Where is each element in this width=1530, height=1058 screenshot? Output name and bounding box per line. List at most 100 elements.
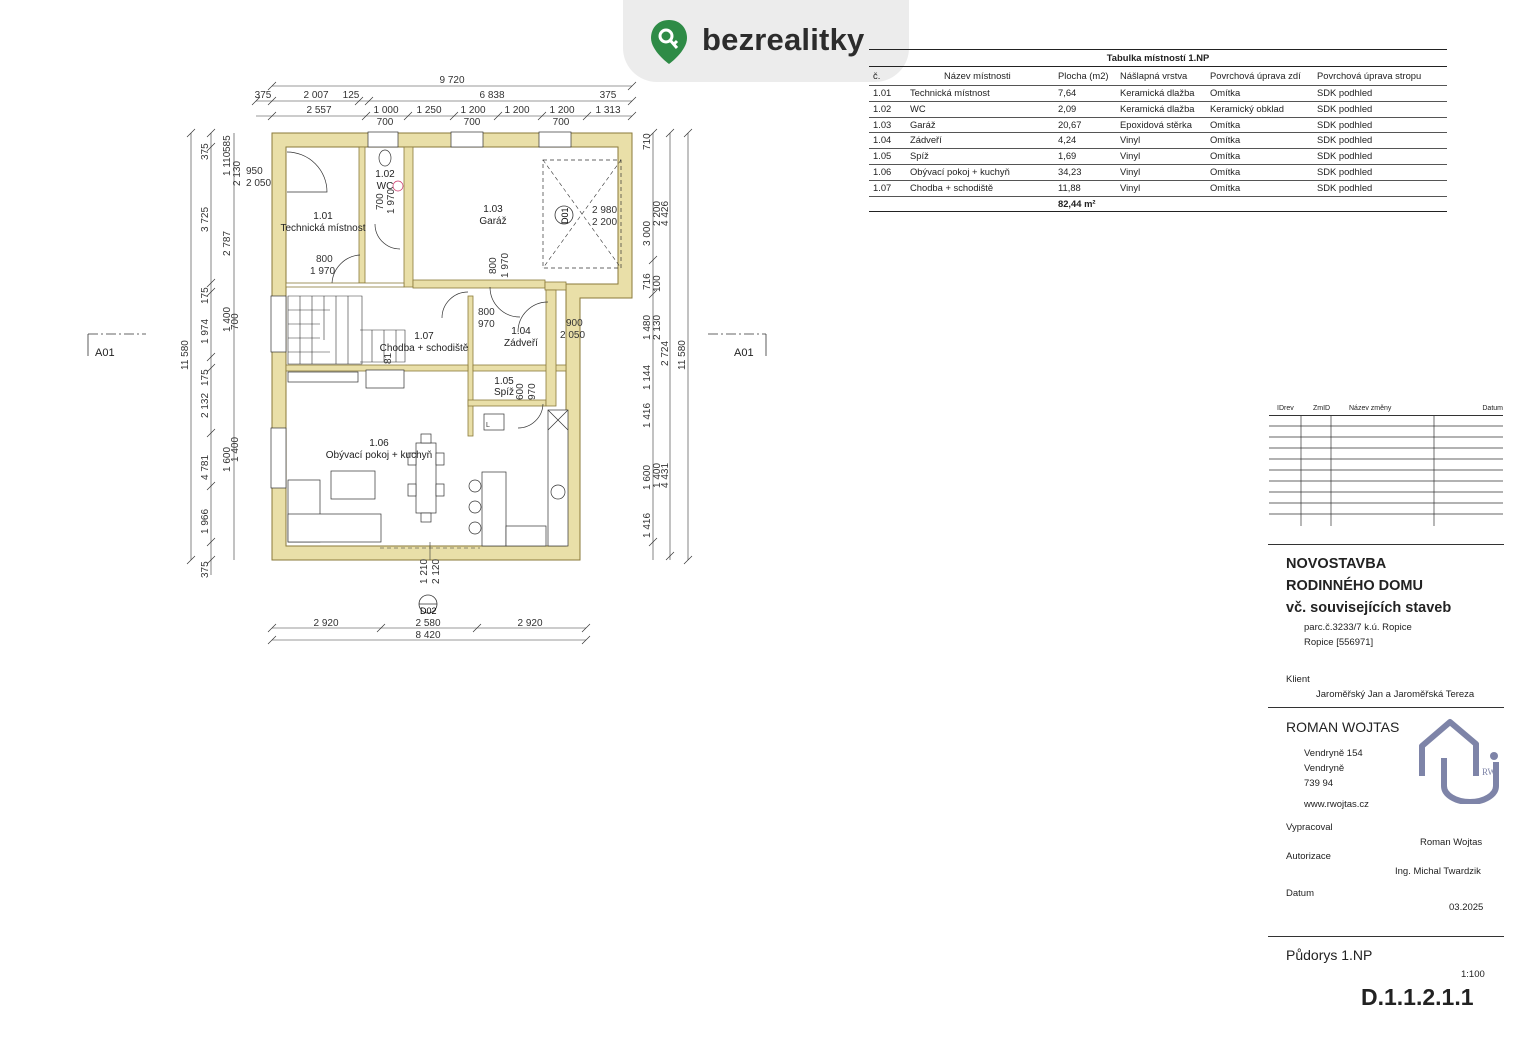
date-value: 03.2025 bbox=[1449, 902, 1484, 913]
dimension-label: 800 bbox=[488, 257, 499, 274]
table-cell: Omítka bbox=[1210, 181, 1241, 193]
prepared-label: Vypracoval bbox=[1286, 822, 1333, 833]
dimension-label: 600 bbox=[515, 383, 526, 400]
floor-plan: 1.01 Technická místnost 1.02 WC 1.03 Gar… bbox=[87, 75, 767, 645]
dimension-label: 900 bbox=[566, 318, 583, 329]
brand-name: bezrealitky bbox=[702, 22, 865, 57]
table-cell: 1,69 bbox=[1058, 150, 1077, 162]
dimension-label: 800 bbox=[316, 254, 333, 265]
room-table: Tabulka místností 1.NP č. Název místnost… bbox=[869, 49, 1447, 213]
table-cell: Vinyl bbox=[1120, 181, 1141, 193]
table-cell: 11,88 bbox=[1058, 181, 1081, 193]
dimension-label: 2 132 bbox=[200, 393, 211, 418]
door-swings bbox=[286, 151, 549, 429]
col-header: Povrchová úprava zdí bbox=[1210, 70, 1301, 81]
logo-letters: RW bbox=[1482, 767, 1497, 777]
section-mark-left: A01 bbox=[95, 347, 115, 359]
dimension-label: 1 970 bbox=[386, 189, 397, 214]
col-header: Povrchová úprava stropu bbox=[1317, 70, 1422, 81]
dimension-label: 800 bbox=[478, 307, 495, 318]
dimension-label: 375 bbox=[200, 143, 211, 160]
door-markers bbox=[418, 205, 574, 614]
dimension-label: 9 720 bbox=[439, 75, 464, 86]
dimension-label: 700 bbox=[230, 313, 241, 330]
location-pin-icon bbox=[651, 20, 687, 64]
table-cell: Vinyl bbox=[1120, 150, 1141, 162]
room-107-name: Chodba + schodiště bbox=[380, 343, 469, 354]
table-cell: Omítka bbox=[1210, 87, 1241, 98]
col-header: Název změny bbox=[1349, 405, 1392, 412]
dimension-label: 970 bbox=[527, 383, 538, 400]
room-labels: 1.01 Technická místnost 1.02 WC 1.03 Gar… bbox=[280, 169, 538, 461]
dimension-label: 1 313 bbox=[595, 105, 620, 116]
room-102-num: 1.02 bbox=[375, 169, 395, 180]
dimension-label: 1 416 bbox=[642, 513, 653, 538]
room-105-num: 1.05 bbox=[494, 376, 514, 387]
dimension-label: 700 bbox=[553, 117, 570, 128]
table-cell bbox=[910, 197, 1058, 212]
dimension-label: 1 250 bbox=[416, 105, 441, 116]
section-mark-right: A01 bbox=[734, 347, 754, 359]
company-logo-icon bbox=[1419, 719, 1499, 804]
table-cell: 1.03 bbox=[873, 118, 892, 130]
col-header: Datum bbox=[1482, 405, 1503, 412]
col-header: č. bbox=[873, 70, 881, 81]
table-cell: SDK podhled bbox=[1317, 102, 1373, 114]
date-label: Datum bbox=[1286, 888, 1314, 899]
dimension-label: 8 420 bbox=[415, 630, 440, 641]
dimension-label: 2 787 bbox=[222, 231, 233, 256]
dimension-label: 2 050 bbox=[560, 330, 585, 341]
table-total-row: 82,44 m² bbox=[869, 197, 1447, 213]
dimension-label: 4 781 bbox=[200, 455, 211, 480]
table-cell: 1.04 bbox=[873, 134, 892, 146]
table-cell: 1.02 bbox=[873, 102, 892, 114]
table-cell: 7,64 bbox=[1058, 87, 1077, 98]
table-cell: Obývací pokoj + kuchyň bbox=[910, 165, 1010, 177]
address-line3: 739 94 bbox=[1304, 778, 1334, 789]
dimension-label: 2 200 bbox=[592, 217, 617, 228]
dimension-label: 1 600 bbox=[222, 447, 233, 472]
dimension-label: 175 bbox=[200, 369, 211, 386]
dimension-label: 2 130 bbox=[652, 315, 663, 340]
room-table-header: č. Název místnosti Plocha (m2) Nášlapná … bbox=[869, 67, 1447, 86]
col-header: Název místnosti bbox=[944, 70, 1011, 81]
dimension-label: 375 bbox=[200, 561, 211, 578]
room-104-name: Zádveří bbox=[504, 338, 538, 349]
room-106-num: 1.06 bbox=[369, 438, 389, 449]
revisions-header: IDrev ZmID Název změny Datum bbox=[1269, 403, 1503, 416]
table-cell: Vinyl bbox=[1120, 165, 1141, 177]
dimension-label: 4 431 bbox=[660, 463, 671, 488]
dimension-label: 2 980 bbox=[592, 205, 617, 216]
garage-door-outline bbox=[542, 159, 622, 269]
room-105-name: Spíž bbox=[494, 387, 514, 398]
dimension-label: 2 050 bbox=[246, 178, 271, 189]
table-cell: SDK podhled bbox=[1317, 165, 1373, 177]
dimension-label: 1 970 bbox=[500, 253, 511, 278]
room-table-title: Tabulka místností 1.NP bbox=[869, 49, 1447, 67]
col-header: ZmID bbox=[1313, 405, 1331, 412]
door-marker-d01: D01 bbox=[560, 207, 570, 224]
scale: 1:100 bbox=[1461, 969, 1485, 980]
dimension-label: 700 bbox=[464, 117, 481, 128]
revisions-table: IDrev ZmID Název změny Datum bbox=[1269, 403, 1503, 533]
dimension-label: 1 966 bbox=[200, 509, 211, 534]
revisions-grid bbox=[1269, 404, 1503, 526]
table-cell bbox=[869, 197, 910, 212]
dimension-label: 4 426 bbox=[660, 201, 671, 226]
dimension-label: 710 bbox=[642, 133, 653, 150]
table-cell: 1.01 bbox=[873, 87, 892, 98]
table-cell: Keramická dlažba bbox=[1120, 102, 1195, 114]
dimension-label: L bbox=[486, 422, 490, 429]
dimension-label: 375 bbox=[255, 90, 272, 101]
project-title-line2: RODINNÉHO DOMU bbox=[1286, 578, 1423, 594]
dimension-ticks bbox=[186, 81, 693, 645]
dimension-label: 1 480 bbox=[642, 315, 653, 340]
table-cell: SDK podhled bbox=[1317, 150, 1373, 162]
parcel: parc.č.3233/7 k.ú. Ropice bbox=[1304, 622, 1412, 633]
